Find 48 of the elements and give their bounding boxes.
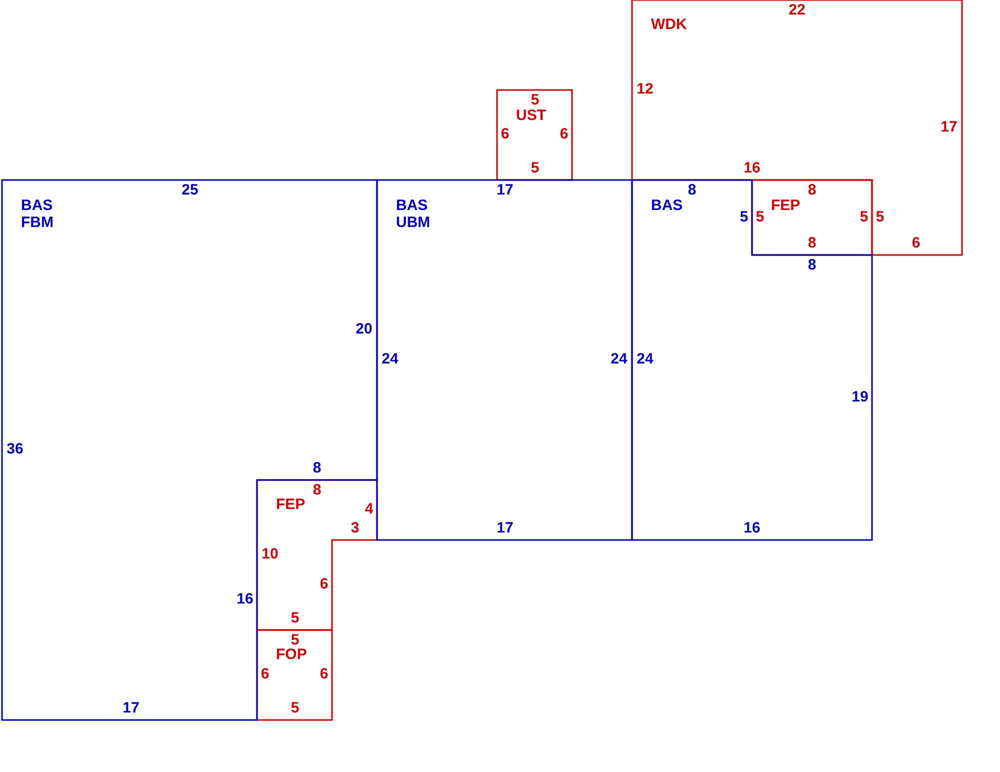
dimension-number: 5 <box>290 632 300 648</box>
dimension-number: 12 <box>636 82 654 96</box>
dimension-number: 19 <box>852 390 868 404</box>
dimension-number: 17 <box>496 520 514 536</box>
dimension-number: 3 <box>350 520 360 536</box>
dimension-number: 17 <box>496 182 514 198</box>
dimension-number: 8 <box>808 182 816 198</box>
room-label: BAS UBM <box>396 197 432 231</box>
dimension-number: 6 <box>560 126 568 142</box>
dimension-number: 17 <box>122 700 140 716</box>
room-label: WDK <box>651 16 688 33</box>
room-label: BAS FBM <box>21 197 54 231</box>
dimension-number: 22 <box>788 2 806 18</box>
dimension-number: 16 <box>236 592 254 606</box>
dimension-number: 6 <box>320 576 328 592</box>
dimension-number: 5 <box>740 210 748 224</box>
dimension-number: 5 <box>290 700 300 716</box>
dimension-number: 5 <box>530 92 540 108</box>
dimension-number: 20 <box>356 322 372 336</box>
room-label: FEP <box>771 197 802 214</box>
dimension-number: 4 <box>364 502 374 516</box>
dimension-number: 6 <box>260 666 270 682</box>
dimension-number: 5 <box>860 210 868 224</box>
dimension-number: 5 <box>530 160 540 176</box>
dimension-number: 8 <box>688 182 696 198</box>
dimension-number: 24 <box>382 352 398 366</box>
dimension-number: 6 <box>500 126 510 142</box>
room-label: FEP <box>276 496 306 513</box>
dimension-number: 24 <box>636 352 654 366</box>
dimension-number: 16 <box>744 520 760 536</box>
dimension-number: 6 <box>912 236 920 250</box>
dimension-number: 10 <box>262 546 278 562</box>
dimension-number: 8 <box>808 236 816 250</box>
dimension-number: 6 <box>320 666 328 682</box>
dimension-number: 8 <box>312 460 322 476</box>
room-label: UST <box>516 107 547 124</box>
dimension-number: 8 <box>312 482 322 498</box>
dimension-number: 5 <box>756 210 764 224</box>
room-label: BAS <box>651 197 684 214</box>
dimension-number: 5 <box>876 210 884 224</box>
room-label: FOP <box>276 646 308 663</box>
dimension-number: 16 <box>744 160 760 176</box>
dimension-number: 24 <box>610 352 628 366</box>
dimension-number: 17 <box>940 120 958 134</box>
dimension-number: 5 <box>290 610 300 626</box>
dimension-number: 36 <box>6 442 24 456</box>
dimension-number: 25 <box>182 182 198 198</box>
dimension-number: 8 <box>808 258 816 272</box>
